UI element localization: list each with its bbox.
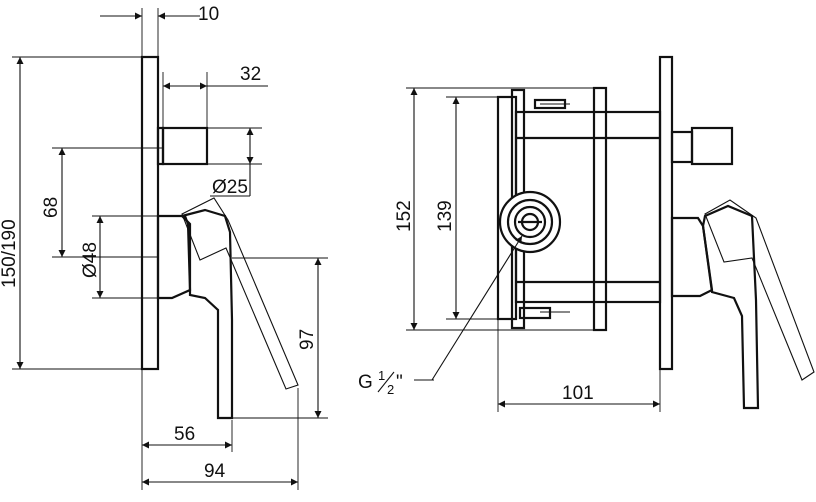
left-side-view: 10 32 150/190 68 Ø25 Ø48 97 56 94 — [0, 4, 328, 490]
lever-alt-position — [181, 197, 299, 390]
dim-101-label: 101 — [562, 383, 594, 404]
thread-suffix: " — [396, 372, 403, 393]
box-top-clip — [533, 98, 567, 110]
lever-handle — [179, 208, 234, 420]
thread-label: G 1 2 " — [358, 368, 403, 397]
dim-152-label: 152 — [394, 200, 415, 232]
dim-10-label: 10 — [198, 4, 219, 25]
thread-denominator: 2 — [387, 382, 394, 397]
dim-48-label: Ø48 — [80, 242, 101, 278]
right-lever-handle — [701, 204, 760, 410]
right-lever-alt-position — [704, 199, 815, 381]
dim-139-label: 139 — [435, 200, 456, 232]
dim-68-label: 68 — [41, 197, 62, 218]
inlet-inner-ring — [513, 205, 547, 239]
dim-32-label: 32 — [240, 64, 261, 85]
thread-numerator: 1 — [378, 368, 385, 383]
box-front-flange — [592, 86, 608, 332]
inlet-mid-ring — [506, 198, 554, 246]
right-handle-hub — [670, 216, 714, 298]
right-box-view: 152 139 101 G 1 2 " — [358, 55, 815, 412]
dim-25-label: Ø25 — [212, 177, 248, 198]
right-cover-plate — [658, 55, 674, 371]
right-diverter-base — [670, 130, 694, 164]
diverter-knob — [161, 126, 209, 166]
dim-150-190-label: 150/190 — [0, 219, 20, 288]
dim-94-label: 94 — [204, 461, 226, 482]
right-diverter-knob — [690, 126, 734, 166]
dim-56-label: 56 — [174, 424, 195, 445]
box-bottom-clip — [518, 306, 552, 320]
dim-97-label: 97 — [297, 329, 318, 350]
handle-hub — [156, 214, 192, 300]
thread-prefix: G — [358, 372, 373, 393]
cover-plate — [140, 55, 160, 371]
